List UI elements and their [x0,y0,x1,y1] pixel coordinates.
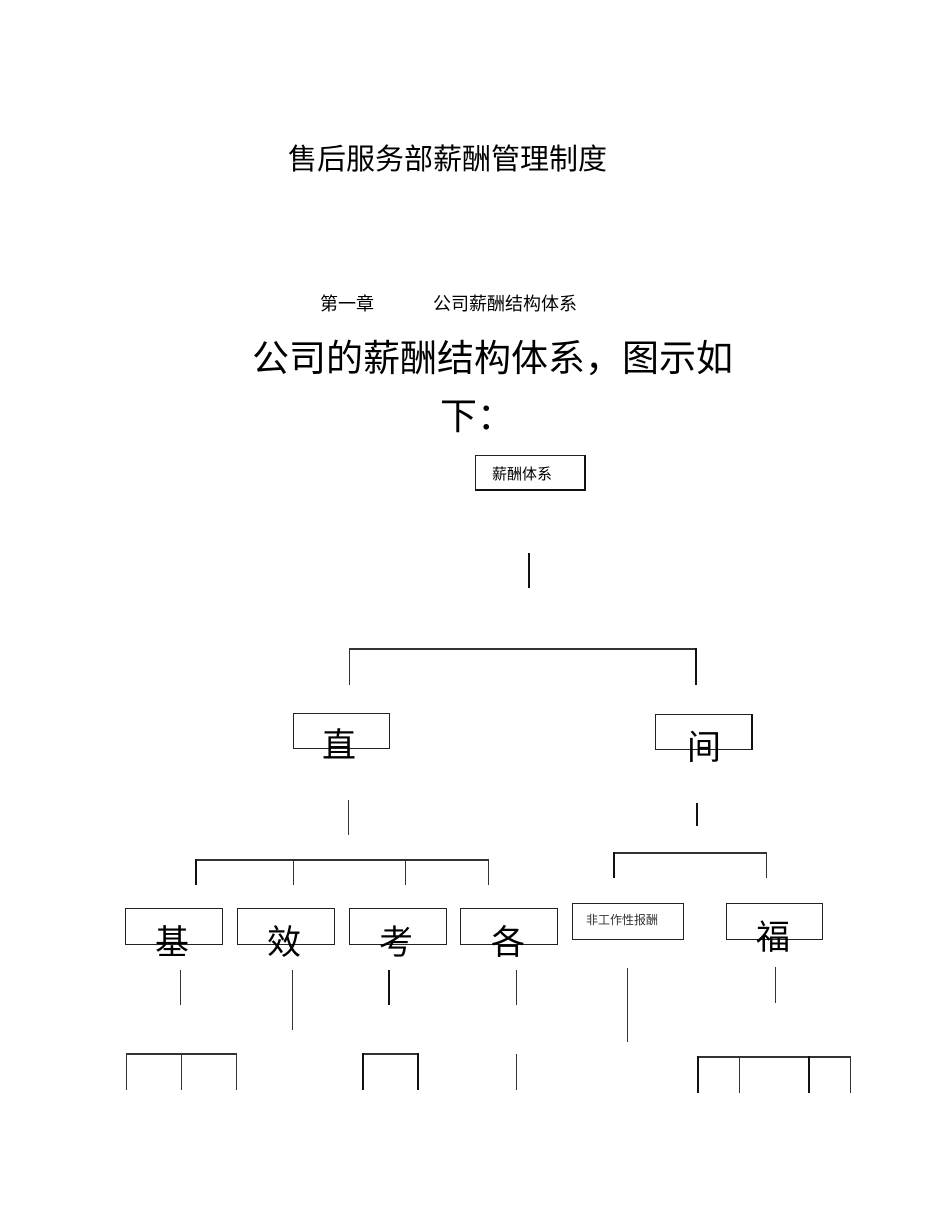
indirect-child-box [726,903,823,940]
direct-child-label: 考 [379,923,413,963]
direct-child-label: 效 [267,923,301,963]
connector [488,859,489,885]
connector [349,648,350,685]
intro-line-1: 公司的薪酬结构体系，图示如 [252,337,733,380]
direct-child-box [460,908,558,945]
indirect-box [655,714,753,750]
connector [697,1056,699,1093]
connector [766,852,767,878]
connector [516,970,517,1005]
connector [293,859,294,885]
direct-label: 直 [322,726,356,766]
connector [775,967,776,1003]
indirect-child-box [572,903,684,940]
connector [613,852,615,878]
chapter-number: 第一章 [320,294,374,315]
connector [362,1053,364,1090]
root-box [475,455,586,491]
connector [808,1056,810,1093]
connector [349,648,697,650]
indirect-child-label: 福 [756,918,790,958]
connector [388,970,390,1005]
chapter-title: 公司薪酬结构体系 [433,294,577,315]
connector [292,970,293,1030]
connector [195,859,197,885]
connector [417,1053,419,1090]
direct-child-label: 各 [491,923,525,963]
connector [696,803,698,826]
connector [363,1053,419,1055]
direct-child-box [349,908,447,945]
connector [627,968,628,1042]
indirect-child-label: 非工作性报酬 [586,913,659,927]
connector [126,1053,127,1090]
document-title: 售后服务部薪酬管理制度 [288,142,608,176]
connector [348,800,349,835]
direct-box [293,713,390,749]
connector [196,859,489,861]
direct-child-box [125,908,223,945]
connector [739,1056,740,1093]
connector [405,859,406,885]
direct-child-box [237,908,335,945]
root-label: 薪酬体系 [492,465,553,483]
connector [516,1054,517,1090]
intro-line-2: 下： [440,395,514,438]
connector [695,648,697,685]
connector [181,1053,182,1090]
connector [613,852,767,854]
indirect-label: 间 [687,728,721,768]
connector [236,1053,237,1090]
direct-child-label: 基 [155,923,189,963]
connector [697,1056,851,1058]
connector [528,553,530,588]
connector [850,1056,851,1093]
connector [180,970,181,1005]
